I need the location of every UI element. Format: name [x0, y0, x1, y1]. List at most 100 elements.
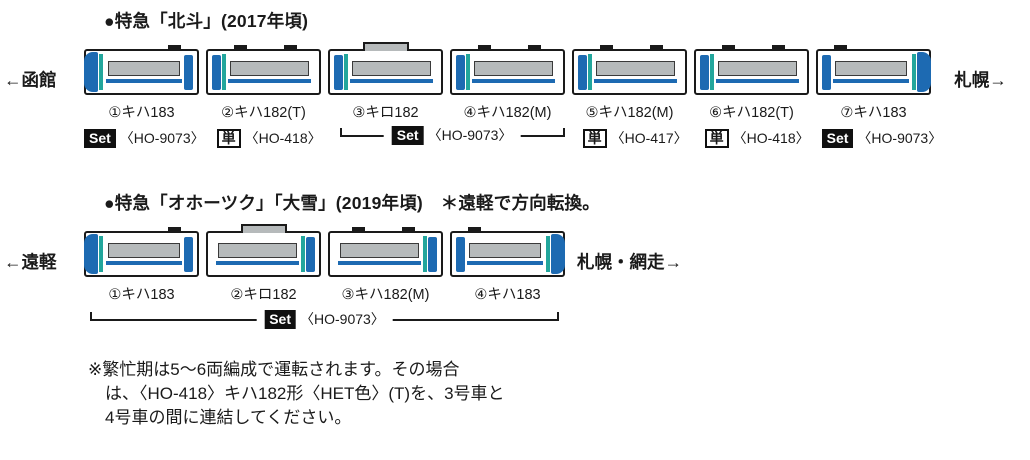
section-title-hokuto: ●特急「北斗」(2017年頃) — [104, 11, 309, 31]
blue-stripe — [228, 79, 311, 83]
roof-vent-icon — [402, 227, 415, 232]
set-assignment-group: Set〈HO-9073〉 — [334, 125, 571, 150]
car-number-label: ④キハ183 — [474, 287, 541, 303]
hokuto-train-block: ←函館 — [0, 39, 1030, 150]
het-green-stripe — [912, 54, 916, 90]
set-bracket-label: Set〈HO-9073〉 — [256, 309, 393, 329]
set-assignment: 単〈HO-417〉 — [578, 128, 693, 148]
roof-vent-icon — [478, 45, 491, 50]
set-assignment-group: Set〈HO-9073〉 — [84, 309, 565, 336]
train-car — [84, 45, 199, 95]
door — [306, 237, 315, 272]
car-number-label: ⑦キハ183 — [840, 105, 907, 121]
blue-stripe — [338, 261, 421, 265]
blue-stripe — [472, 79, 555, 83]
het-green-stripe — [344, 54, 348, 90]
product-number: 〈HO-9073〉 — [299, 311, 385, 327]
car-number-label: ①キハ183 — [108, 105, 175, 121]
car-number-label: ②キハ182(T) — [221, 105, 306, 121]
window-band — [340, 243, 419, 258]
roof-vent-icon — [834, 45, 847, 50]
note-text: ※繁忙期は5～6両編成で運転されます。その場合 は、〈HO-418〉キハ182形… — [88, 358, 1030, 430]
cars-row — [84, 39, 942, 95]
train-car — [572, 45, 687, 95]
het-green-stripe — [546, 236, 550, 272]
cab-front — [917, 52, 931, 92]
product-number: 〈HO-9073〉 — [119, 130, 205, 146]
hokuto-formation-section: ●特急「北斗」(2017年頃) ←函館 — [0, 8, 1030, 150]
set-bracket: Set〈HO-9073〉 — [90, 309, 559, 329]
het-green-stripe — [301, 236, 305, 272]
note-line: は、〈HO-418〉キハ182形〈HET色〉(T)を、3号車と — [105, 384, 505, 404]
okhotsk-train-block: ←遠軽 — [0, 221, 1030, 336]
set-assignment: Set〈HO-9073〉 — [821, 128, 943, 148]
blue-stripe — [106, 261, 182, 265]
product-number: 〈HO-417〉 — [610, 130, 688, 146]
direction-label-right: 札幌→ — [954, 70, 1007, 90]
roof-vent-icon — [528, 45, 541, 50]
het-green-stripe — [710, 54, 714, 90]
single-badge: 単 — [216, 129, 241, 148]
car-number-label: ④キハ182(M) — [463, 105, 552, 121]
door — [212, 55, 221, 90]
window-band — [718, 61, 797, 76]
note-line: ※繁忙期は5～6両編成で運転されます。その場合 — [88, 360, 460, 379]
door — [456, 237, 465, 272]
door — [822, 55, 831, 90]
cars-row — [84, 221, 565, 277]
train-car — [450, 45, 565, 95]
roof-vent-icon — [234, 45, 247, 50]
window-band — [230, 61, 309, 76]
direction-label-left: ←遠軽 — [4, 252, 57, 272]
roof-box — [240, 224, 287, 233]
het-green-stripe — [222, 54, 226, 90]
blue-stripe — [467, 261, 543, 265]
door — [578, 55, 587, 90]
direction-label-left: ←函館 — [4, 70, 57, 90]
window-band — [469, 243, 541, 258]
roof-vent-icon — [284, 45, 297, 50]
single-badge: 単 — [704, 129, 729, 148]
train-car — [206, 224, 321, 277]
window-band — [352, 61, 431, 76]
set-bracket: Set〈HO-9073〉 — [339, 125, 565, 145]
roof-box — [362, 42, 409, 51]
blue-stripe — [594, 79, 677, 83]
window-band — [108, 61, 180, 76]
blue-stripe — [106, 79, 182, 83]
product-number: 〈HO-9073〉 — [427, 127, 513, 143]
roof-vent-icon — [352, 227, 365, 232]
blue-stripe — [350, 79, 433, 83]
set-assignments-row: Set〈HO-9073〉 単〈HO-418〉 Set〈HO-9073〉 単〈 — [84, 125, 943, 150]
car-number-labels-row: ①キハ183 ②キハ182(T) ③キロ182 ④キハ182(M) ⑤キハ182… — [84, 101, 942, 122]
train-car — [206, 45, 321, 95]
het-green-stripe — [99, 236, 103, 272]
window-band — [108, 243, 180, 258]
set-assignment: 単〈HO-418〉 — [700, 128, 815, 148]
roof-vent-icon — [468, 227, 481, 232]
single-badge: 単 — [582, 129, 607, 148]
cab-front — [551, 234, 565, 274]
roof-vent-icon — [168, 227, 181, 232]
car-number-label: ①キハ183 — [108, 287, 175, 303]
door — [184, 237, 193, 272]
door — [428, 237, 437, 272]
roof-vent-icon — [650, 45, 663, 50]
roof-vent-icon — [722, 45, 735, 50]
door — [334, 55, 343, 90]
set-badge: Set — [391, 126, 424, 145]
train-car — [816, 45, 931, 95]
roof-vent-icon — [600, 45, 613, 50]
set-badge: Set — [84, 129, 116, 148]
product-number: 〈HO-9073〉 — [857, 130, 943, 146]
door — [184, 55, 193, 90]
het-green-stripe — [423, 236, 427, 272]
blue-stripe — [716, 79, 799, 83]
set-badge: Set — [821, 129, 854, 148]
cab-front — [84, 234, 98, 274]
set-badge: Set — [264, 310, 296, 329]
product-number: 〈HO-418〉 — [244, 130, 322, 146]
car-number-label: ③キハ182(M) — [341, 287, 430, 303]
hokuto-consist: ①キハ183 ②キハ182(T) ③キロ182 ④キハ182(M) ⑤キハ182… — [84, 39, 942, 150]
direction-label-right: 札幌・網走→ — [577, 252, 682, 272]
